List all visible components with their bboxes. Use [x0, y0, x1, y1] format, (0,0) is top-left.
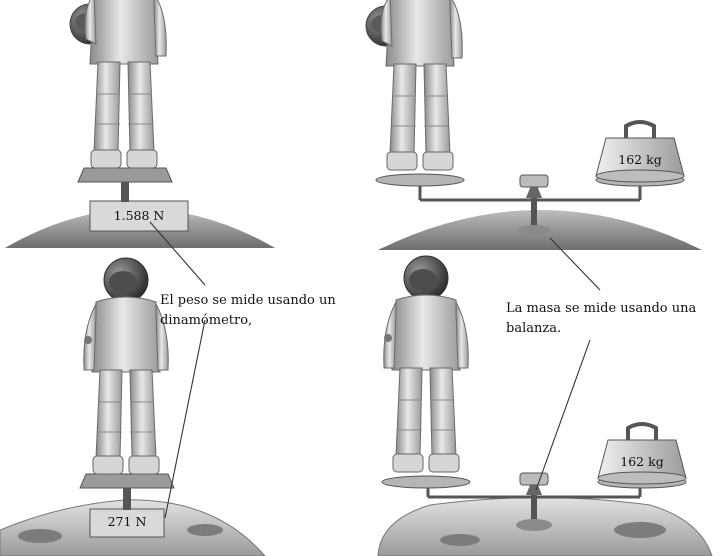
leader-mass-top: [549, 237, 601, 291]
dynamometer-display-moon: [89, 508, 165, 538]
leader-lines: [149, 221, 601, 519]
balance-pointer: [526, 178, 542, 198]
astronaut-moon: [83, 257, 169, 475]
weight-annotation-line1: El peso se mide usando un: [160, 293, 336, 308]
astronaut-earth: [69, 0, 167, 169]
leader-weight-top: [149, 221, 206, 286]
weight-annotation-line2: dinamómetro,: [160, 313, 253, 328]
dynamometer-platform: [77, 167, 173, 183]
earth-balance-panel: [365, 0, 702, 250]
leader-mass-bottom: [535, 339, 591, 491]
mass-annotation-line2: balanza.: [506, 321, 562, 336]
dynamometer-display: [89, 200, 189, 232]
moon-balance-panel: [377, 255, 713, 556]
earth-mass-label: 162 kg: [618, 152, 662, 167]
earth-weight-reading: 1.588 N: [113, 208, 165, 223]
astronaut-moon-balance: [383, 255, 469, 473]
moon-weight-reading: 271 N: [107, 514, 147, 529]
balance-pan-left: [375, 173, 465, 187]
astronaut-earth-balance: [365, 0, 463, 171]
mass-annotation-line1: La masa se mide usando una: [506, 301, 697, 316]
moon-dynamometer-panel: [0, 257, 266, 556]
moon-mass-label: 162 kg: [620, 454, 664, 469]
leader-weight-bottom: [164, 319, 206, 519]
earth-dynamometer-panel: [5, 0, 275, 248]
